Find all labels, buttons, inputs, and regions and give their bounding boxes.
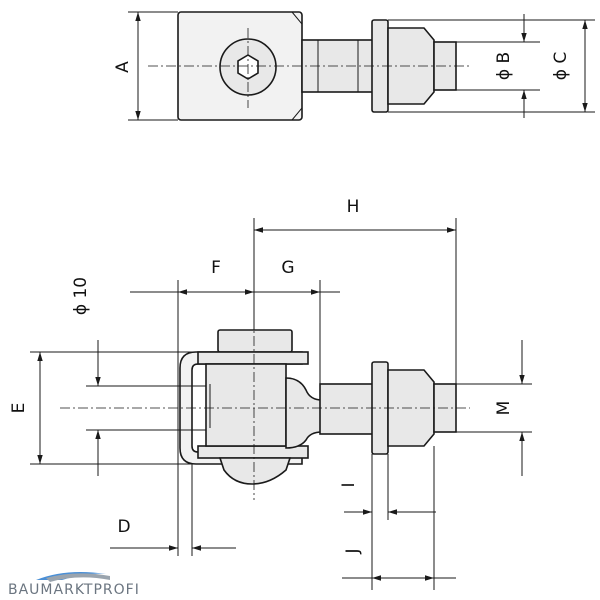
baumarktprofi-logo <box>36 572 110 582</box>
dim-label-F: F <box>211 258 221 278</box>
dim-label-G: G <box>281 258 294 278</box>
dim-label-D: D <box>117 517 130 537</box>
brand-name: BAUMARKTPROFI <box>8 582 140 598</box>
side-view: H F G ϕ 10 E D M <box>9 197 532 590</box>
pin-body <box>205 363 287 447</box>
dim-label-phi10: ϕ 10 <box>71 277 91 315</box>
dim-label-C: ϕ C <box>551 52 571 81</box>
dim-label-A: A <box>113 61 133 73</box>
dim-label-E: E <box>9 403 29 414</box>
dim-label-J: J <box>343 548 363 554</box>
dim-label-I: I <box>339 482 359 487</box>
dim-label-H: H <box>347 197 360 217</box>
side-shaft <box>319 383 375 435</box>
dim-label-B: ϕ B <box>494 52 514 80</box>
top-view: A ϕ B ϕ C <box>113 11 595 121</box>
dim-label-M: M <box>494 401 514 416</box>
top-nut <box>387 27 435 105</box>
